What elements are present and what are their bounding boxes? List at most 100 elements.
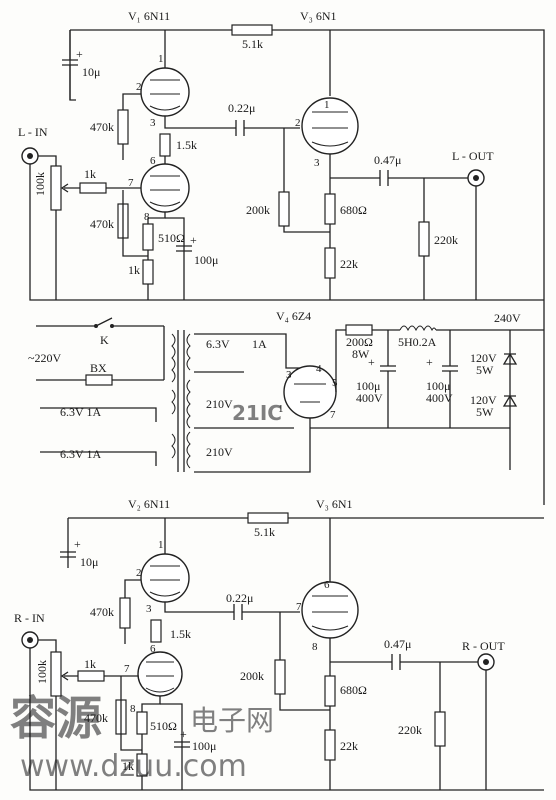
cap-10u-bottom-label: 10μ bbox=[80, 555, 98, 569]
r-200k-left-label: 200k bbox=[246, 203, 270, 217]
v3b-pin-6: 6 bbox=[324, 579, 330, 591]
v3b-pin-7: 7 bbox=[296, 601, 302, 613]
r-5k1-top-label: 5.1k bbox=[242, 37, 263, 51]
zener-2 bbox=[502, 394, 518, 407]
pin-1: 1 bbox=[158, 53, 164, 65]
r-1k-cath-right-label: 1k bbox=[122, 759, 134, 773]
zener-1 bbox=[502, 352, 518, 365]
resistor-680-right bbox=[324, 675, 336, 707]
resistor-510-right bbox=[136, 711, 148, 735]
cap-plus: + bbox=[76, 47, 83, 61]
watermark: 21IC 容源 电子网 www.dzuu.com bbox=[10, 401, 282, 784]
transformer-core bbox=[177, 330, 185, 472]
resistor-1k5-1 bbox=[159, 133, 171, 157]
cap-10u-bottom-plus: + bbox=[74, 537, 81, 551]
r-220k-left-label: 220k bbox=[434, 233, 458, 247]
v2-pin-1: 1 bbox=[158, 539, 164, 551]
cap-400v-psu1-label: 400V bbox=[356, 391, 383, 405]
r-470k-1-label: 470k bbox=[90, 120, 114, 134]
watermark-url: www.dzuu.com bbox=[20, 749, 247, 784]
cap-022u-1-label: 0.22μ bbox=[228, 101, 255, 115]
pot-100k-left bbox=[50, 165, 62, 211]
tube-v4 bbox=[283, 365, 337, 419]
watermark-site-cn: 电子网 bbox=[190, 704, 274, 737]
v2-pin-3: 3 bbox=[146, 603, 152, 615]
r-1k5-1-label: 1.5k bbox=[176, 138, 197, 152]
left-channel: + 10μ V₁ 6N11 V₃ 6N1 5.1k 1 2 3 470k 0.2… bbox=[18, 9, 545, 505]
r-220k-right-label: 220k bbox=[398, 723, 422, 737]
watermark-21ic: 21IC bbox=[232, 401, 282, 425]
tube-v2a bbox=[140, 553, 190, 603]
tube-v1b bbox=[140, 163, 190, 213]
r-200-label: 200Ω bbox=[346, 335, 373, 349]
power-supply: V₄ 6Z4 240V K ~220V BX 6.3V 1A 6.3V 1A 6… bbox=[28, 309, 544, 473]
pin-2: 2 bbox=[136, 81, 142, 93]
r-22k-right-label: 22k bbox=[340, 739, 358, 753]
fuse-bx-label: BX bbox=[90, 361, 107, 375]
cap-100u-right-plus: + bbox=[180, 727, 187, 741]
filament-1-label: 6.3V 1A bbox=[60, 405, 101, 419]
resistor-1k-cath-right bbox=[136, 753, 148, 777]
cap-022u-2 bbox=[233, 604, 243, 620]
v3-pin-2: 2 bbox=[295, 117, 301, 129]
resistor-1k5-2 bbox=[150, 619, 162, 643]
resistor-1k-in-right bbox=[77, 670, 105, 682]
r-1k-in-right-label: 1k bbox=[84, 657, 96, 671]
resistor-200k-left bbox=[278, 191, 290, 227]
tube-v2b bbox=[137, 651, 183, 697]
pin-6: 6 bbox=[150, 155, 156, 167]
hv-210-a-label: 210V bbox=[206, 397, 233, 411]
resistor-680-left bbox=[324, 193, 336, 225]
v4-pin-5: 5 bbox=[332, 377, 338, 389]
tube-v3b-label: V₃ 6N1 bbox=[316, 497, 353, 511]
pin-7: 7 bbox=[128, 177, 134, 189]
resistor-200k-right bbox=[274, 659, 286, 695]
switch-k-label: K bbox=[100, 333, 109, 347]
cap-400v-psu2-label: 400V bbox=[426, 391, 453, 405]
fuse-bx bbox=[85, 374, 113, 386]
resistor-1k-in-left bbox=[79, 182, 107, 194]
v2-pin-7: 7 bbox=[124, 663, 130, 675]
tube-v1a bbox=[140, 67, 190, 117]
r-out-label: R - OUT bbox=[462, 639, 505, 653]
pot-100k-right bbox=[50, 651, 62, 697]
cap-022u-2-label: 0.22μ bbox=[226, 591, 253, 605]
resistor-5k1-bottom bbox=[247, 512, 289, 524]
choke-label: 5H0.2A bbox=[398, 335, 437, 349]
resistor-1k-cath-left bbox=[142, 259, 154, 285]
r-680-right-label: 680Ω bbox=[340, 683, 367, 697]
resistor-22k-left bbox=[324, 247, 336, 279]
pin-8: 8 bbox=[144, 211, 150, 223]
cap-047u-right-label: 0.47μ bbox=[384, 637, 411, 651]
v4-pin-7: 7 bbox=[330, 409, 336, 421]
r-470k-3-label: 470k bbox=[90, 605, 114, 619]
resistor-5k1-top bbox=[231, 24, 273, 36]
pin-3: 3 bbox=[150, 117, 156, 129]
r-1k5-2-label: 1.5k bbox=[170, 627, 191, 641]
pot-100k-right-label: 100k bbox=[35, 660, 49, 684]
v3-pin-1: 1 bbox=[324, 99, 330, 111]
v3-pin-3: 3 bbox=[314, 157, 320, 169]
tube-v2-label: V₂ 6N11 bbox=[128, 497, 170, 511]
resistor-470k-1 bbox=[117, 109, 129, 145]
r-470k-2-label: 470k bbox=[90, 217, 114, 231]
r-200-watt-label: 8W bbox=[352, 347, 370, 361]
r-510-right-label: 510Ω bbox=[150, 719, 177, 733]
cap-047u-right bbox=[391, 654, 401, 670]
r-22k-left-label: 22k bbox=[340, 257, 358, 271]
r-470k-4-label: 470k bbox=[84, 711, 108, 725]
l-in-label: L - IN bbox=[18, 125, 48, 139]
cap-047u-left bbox=[379, 170, 389, 186]
r-1k-in-left-label: 1k bbox=[84, 167, 96, 181]
cap-10u-label: 10μ bbox=[82, 65, 100, 79]
resistor-510-left bbox=[142, 223, 154, 251]
resistor-220k-left bbox=[418, 221, 430, 257]
cap-022u-1 bbox=[235, 120, 245, 136]
zener-2-v-label: 120V bbox=[470, 393, 497, 407]
cap-100u-psu1-label: 100μ bbox=[356, 379, 380, 393]
cap-10u-bottom bbox=[60, 551, 76, 558]
r-510-left-label: 510Ω bbox=[158, 231, 185, 245]
r-680-left-label: 680Ω bbox=[340, 203, 367, 217]
